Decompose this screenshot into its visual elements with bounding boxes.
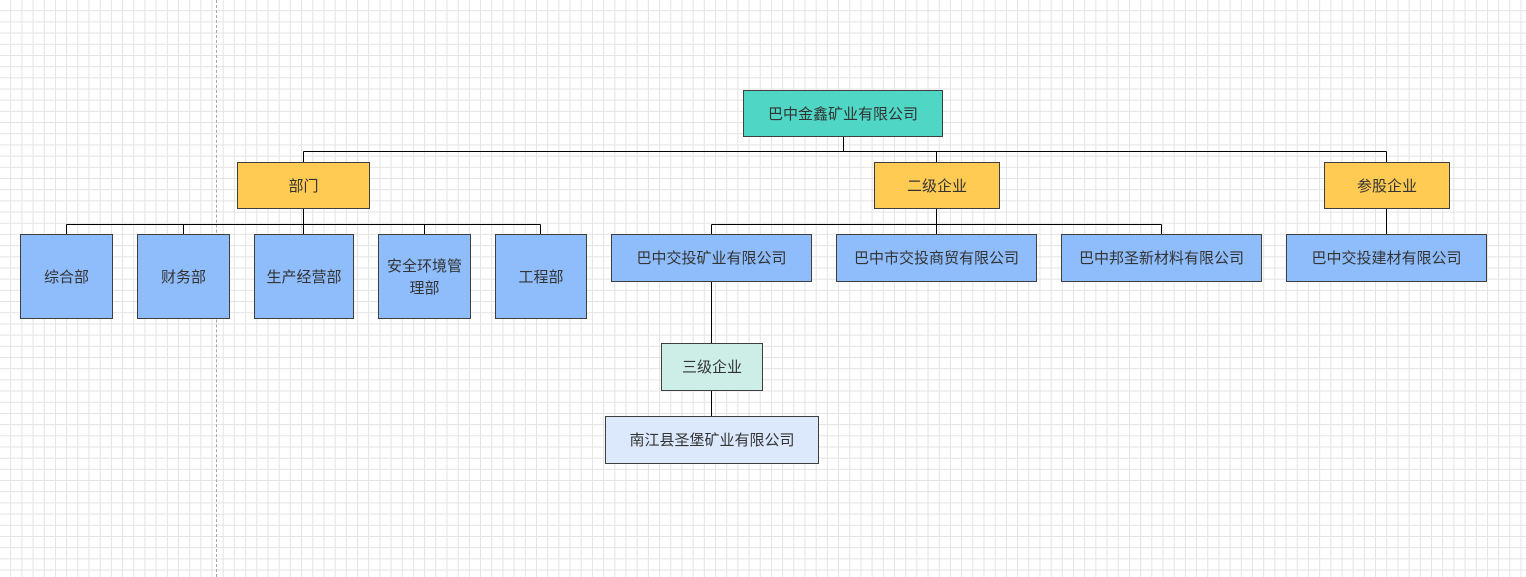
tier3-category-node[interactable]: 三级企业 [661, 343, 763, 391]
department-node[interactable]: 生产经营部 [254, 234, 354, 319]
node-label: 工程部 [518, 267, 564, 286]
department-node[interactable]: 工程部 [495, 234, 587, 319]
category-node-associate-enterprises[interactable]: 参股企业 [1324, 162, 1450, 209]
department-node[interactable]: 安全环境管理部 [378, 234, 471, 319]
node-label: 巴中市交投商贸有限公司 [853, 249, 1019, 267]
node-label: 巴中交投矿业有限公司 [636, 249, 787, 267]
secondary-company-node[interactable]: 巴中市交投商贸有限公司 [836, 234, 1037, 282]
node-label: 生产经营部 [266, 267, 342, 286]
node-label: 巴中邦圣新材料有限公司 [1078, 249, 1244, 267]
node-label: 参股企业 [1356, 176, 1417, 195]
node-label: 安全环境管理部 [387, 256, 463, 297]
node-label: 二级企业 [906, 176, 967, 195]
node-label: 综合部 [43, 267, 89, 286]
node-label: 南江县圣堡矿业有限公司 [629, 431, 795, 449]
tier3-company-node[interactable]: 南江县圣堡矿业有限公司 [605, 416, 819, 464]
node-label: 巴中交投建材有限公司 [1311, 249, 1462, 267]
root-company-node[interactable]: 巴中金鑫矿业有限公司 [743, 90, 943, 137]
category-node-departments[interactable]: 部门 [237, 162, 370, 209]
node-label: 三级企业 [681, 358, 742, 376]
node-label: 部门 [288, 176, 319, 195]
node-label: 巴中金鑫矿业有限公司 [767, 104, 918, 123]
node-label: 财务部 [160, 267, 206, 286]
department-node[interactable]: 综合部 [20, 234, 113, 319]
associate-company-node[interactable]: 巴中交投建材有限公司 [1286, 234, 1487, 282]
secondary-company-node[interactable]: 巴中邦圣新材料有限公司 [1061, 234, 1262, 282]
secondary-company-node[interactable]: 巴中交投矿业有限公司 [611, 234, 812, 282]
category-node-secondary-enterprises[interactable]: 二级企业 [874, 162, 1000, 209]
department-node[interactable]: 财务部 [137, 234, 230, 319]
